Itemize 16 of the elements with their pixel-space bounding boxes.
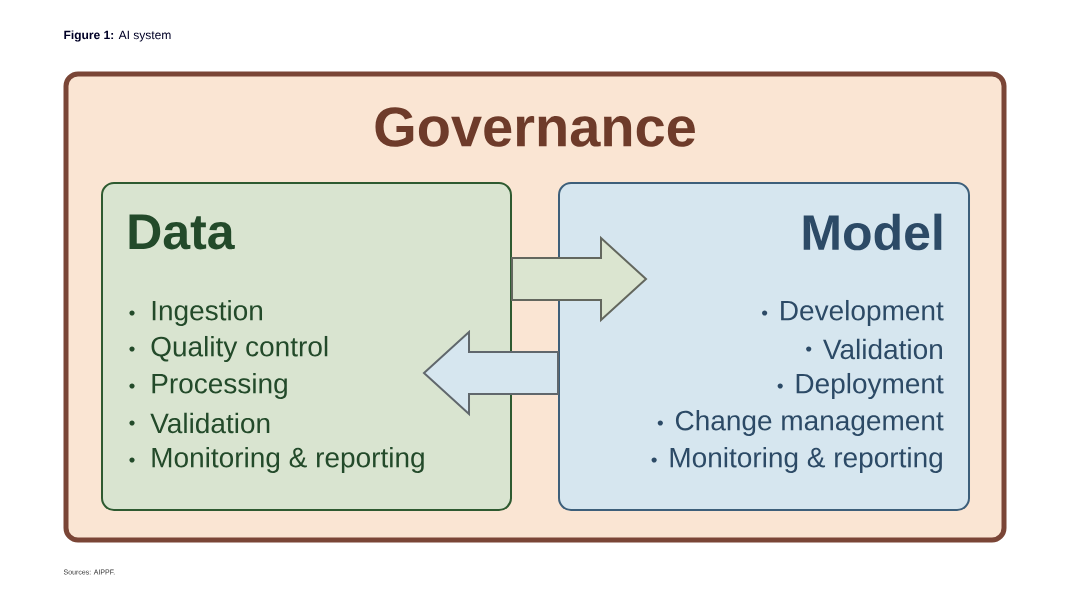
bullet-item: Development xyxy=(781,299,944,327)
block-arrow xyxy=(422,329,559,417)
figure-title: Figure 1: AI system xyxy=(64,30,171,42)
bullet-item: Ingestion xyxy=(152,299,262,327)
bullet-item: Monitoring & reporting xyxy=(152,446,424,474)
bullet-item: Validation xyxy=(150,412,270,434)
block-arrow xyxy=(511,235,648,323)
box-heading: Governance xyxy=(375,107,695,147)
bullet-item: Validation xyxy=(823,338,942,360)
bullet-item: Monitoring & reporting xyxy=(670,446,942,474)
bullet-item: Deployment xyxy=(796,372,944,400)
bullet-item: Processing xyxy=(152,372,287,400)
box-heading: Data xyxy=(129,214,235,250)
box-heading: Model xyxy=(803,213,942,251)
bullet-item: Change management xyxy=(675,409,944,437)
bullet-item: Quality control xyxy=(151,335,328,363)
